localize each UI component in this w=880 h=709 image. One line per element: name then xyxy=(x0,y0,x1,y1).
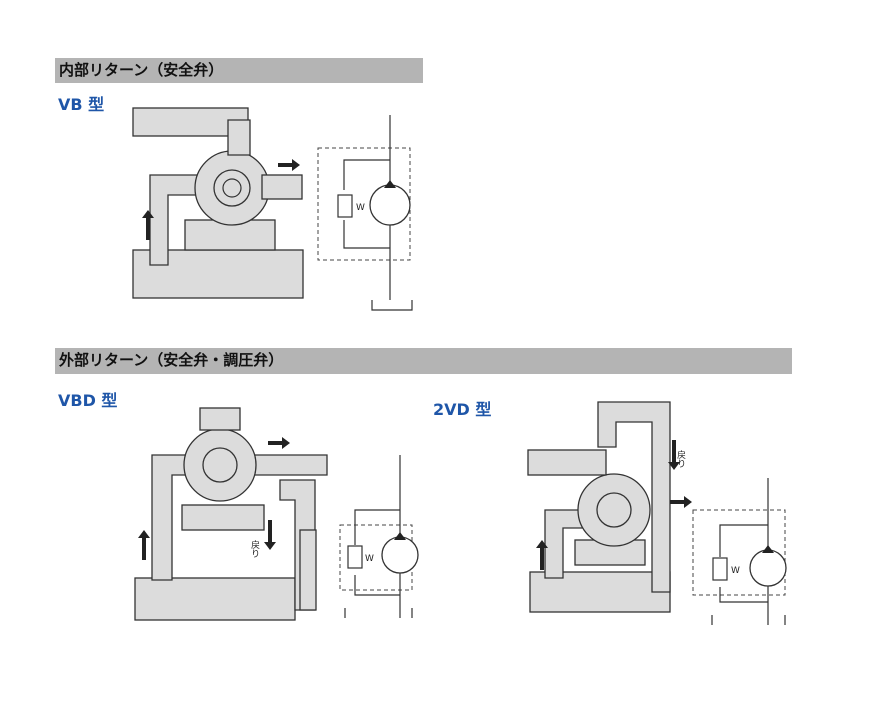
2vd-hydraulic-symbol: W xyxy=(692,478,787,625)
spring-label: W xyxy=(731,566,740,576)
section-header-internal-return: 内部リターン（安全弁） xyxy=(55,58,423,83)
section-header-external-return: 外部リターン（安全弁・調圧弁） xyxy=(55,348,792,374)
return-label: 戻り xyxy=(675,449,686,468)
spring-label: W xyxy=(356,203,365,213)
vb-hydraulic-symbol: W xyxy=(317,115,413,311)
2vd-pump-drawing: 戻り xyxy=(527,401,692,613)
spring-label: W xyxy=(365,554,374,564)
model-label-vb: VB 型 xyxy=(58,95,105,114)
model-label-vbd: VBD 型 xyxy=(58,391,118,410)
vbd-hydraulic-symbol: W xyxy=(339,455,419,618)
return-label: 戻り xyxy=(249,539,260,558)
model-label-2vd: 2VD 型 xyxy=(433,400,492,419)
vbd-pump-drawing: 戻り xyxy=(134,407,328,621)
vb-pump-drawing xyxy=(132,107,304,299)
